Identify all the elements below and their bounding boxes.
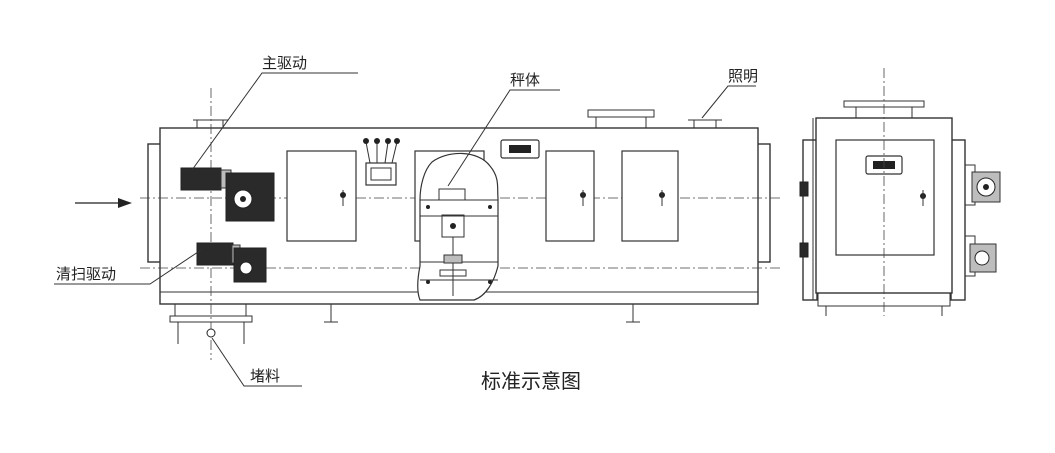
connector-plug (500, 139, 540, 159)
door-1 (286, 150, 357, 242)
top-flange-left (193, 119, 228, 129)
diagram-caption: 标准示意图 (481, 369, 581, 393)
door-3 (545, 150, 595, 242)
top-flange-center (587, 109, 655, 129)
leader-clean-drive (54, 249, 202, 285)
label-main-drive: 主驱动 (262, 54, 307, 72)
side-view (799, 68, 1001, 316)
door-4 (621, 150, 679, 242)
inlet-flange (147, 143, 162, 263)
support-foot-left (324, 304, 338, 323)
feed-arrow (75, 198, 132, 208)
leader-main-drive (191, 72, 358, 171)
bottom-discharge (169, 304, 253, 344)
support-foot-right (626, 304, 640, 323)
leader-lighting (701, 85, 756, 119)
side-flange-right (950, 139, 966, 301)
side-flange-left (802, 139, 818, 301)
outlet-flange (756, 143, 771, 263)
clean-drive-unit (196, 242, 267, 283)
label-lighting: 照明 (728, 67, 758, 85)
leader-weigh-body (447, 89, 560, 187)
junction-box (363, 138, 400, 186)
leader-blockage (211, 337, 302, 387)
main-drive-unit (180, 167, 275, 222)
side-gearbox-lower (964, 235, 997, 277)
leader-lines (54, 72, 756, 387)
light-flange (688, 119, 722, 129)
front-view (75, 88, 780, 360)
side-gearbox-upper (964, 164, 1001, 206)
label-clean-drive: 清扫驱动 (56, 265, 116, 283)
label-weigh-body: 秤体 (510, 71, 540, 89)
weigh-body-cutaway (417, 152, 499, 301)
label-blockage: 堵料 (250, 367, 280, 385)
